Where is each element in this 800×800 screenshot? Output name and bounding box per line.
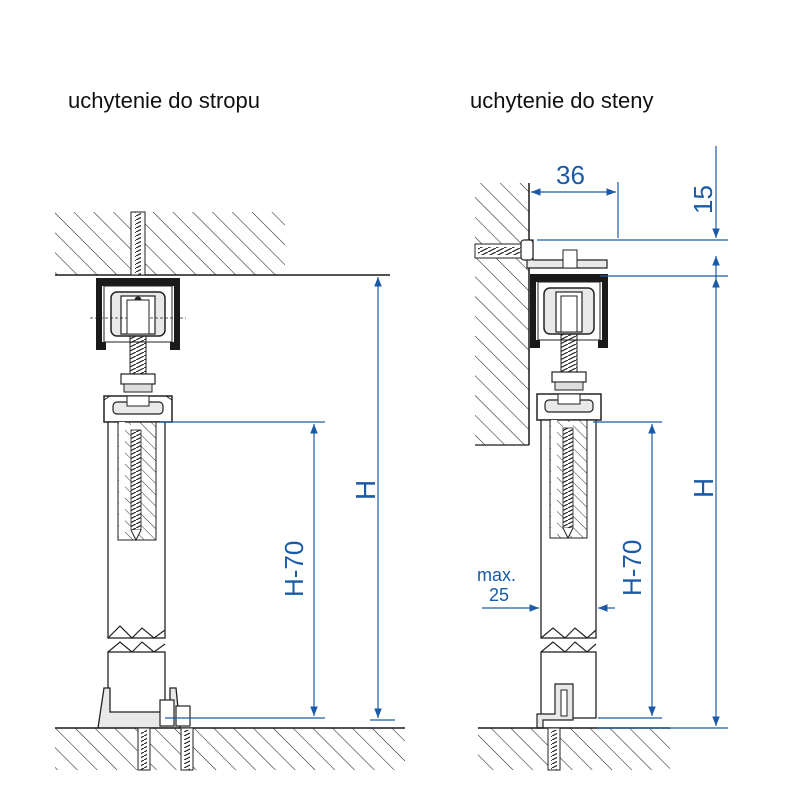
wall-rail (530, 274, 608, 348)
floor-slab (55, 728, 405, 770)
ceiling-rail (90, 278, 186, 350)
title-ceiling-mount: uchytenie do stropu (68, 88, 261, 113)
label-wall-door-height: H-70 (617, 540, 647, 596)
label-max-line2: 25 (489, 585, 509, 605)
wall-block (475, 183, 529, 445)
floor-guide (97, 687, 191, 729)
ceiling-slab (55, 212, 285, 275)
hanger-bolt (129, 335, 147, 381)
label-max-line1: max. (477, 565, 516, 585)
wall-bracket (526, 239, 608, 269)
door-panel (107, 421, 166, 719)
ceiling-mount-assembly (55, 211, 405, 771)
label-wall-offset: 36 (556, 160, 585, 190)
wall-floor-slab (478, 728, 670, 770)
wall-door-clamp (536, 393, 602, 421)
label-wall-height: H (688, 478, 719, 498)
label-wall-top: 15 (688, 185, 718, 214)
label-ceiling-door-height: H-70 (279, 541, 309, 597)
wall-dimension-lines (482, 146, 728, 729)
wall-door-panel (540, 419, 597, 719)
title-wall-mount: uchytenie do steny (470, 88, 654, 113)
label-ceiling-height: H (350, 480, 381, 500)
wall-mount-assembly (474, 183, 670, 771)
door-clamp (103, 395, 173, 423)
ceiling-dimension-lines (160, 277, 395, 721)
